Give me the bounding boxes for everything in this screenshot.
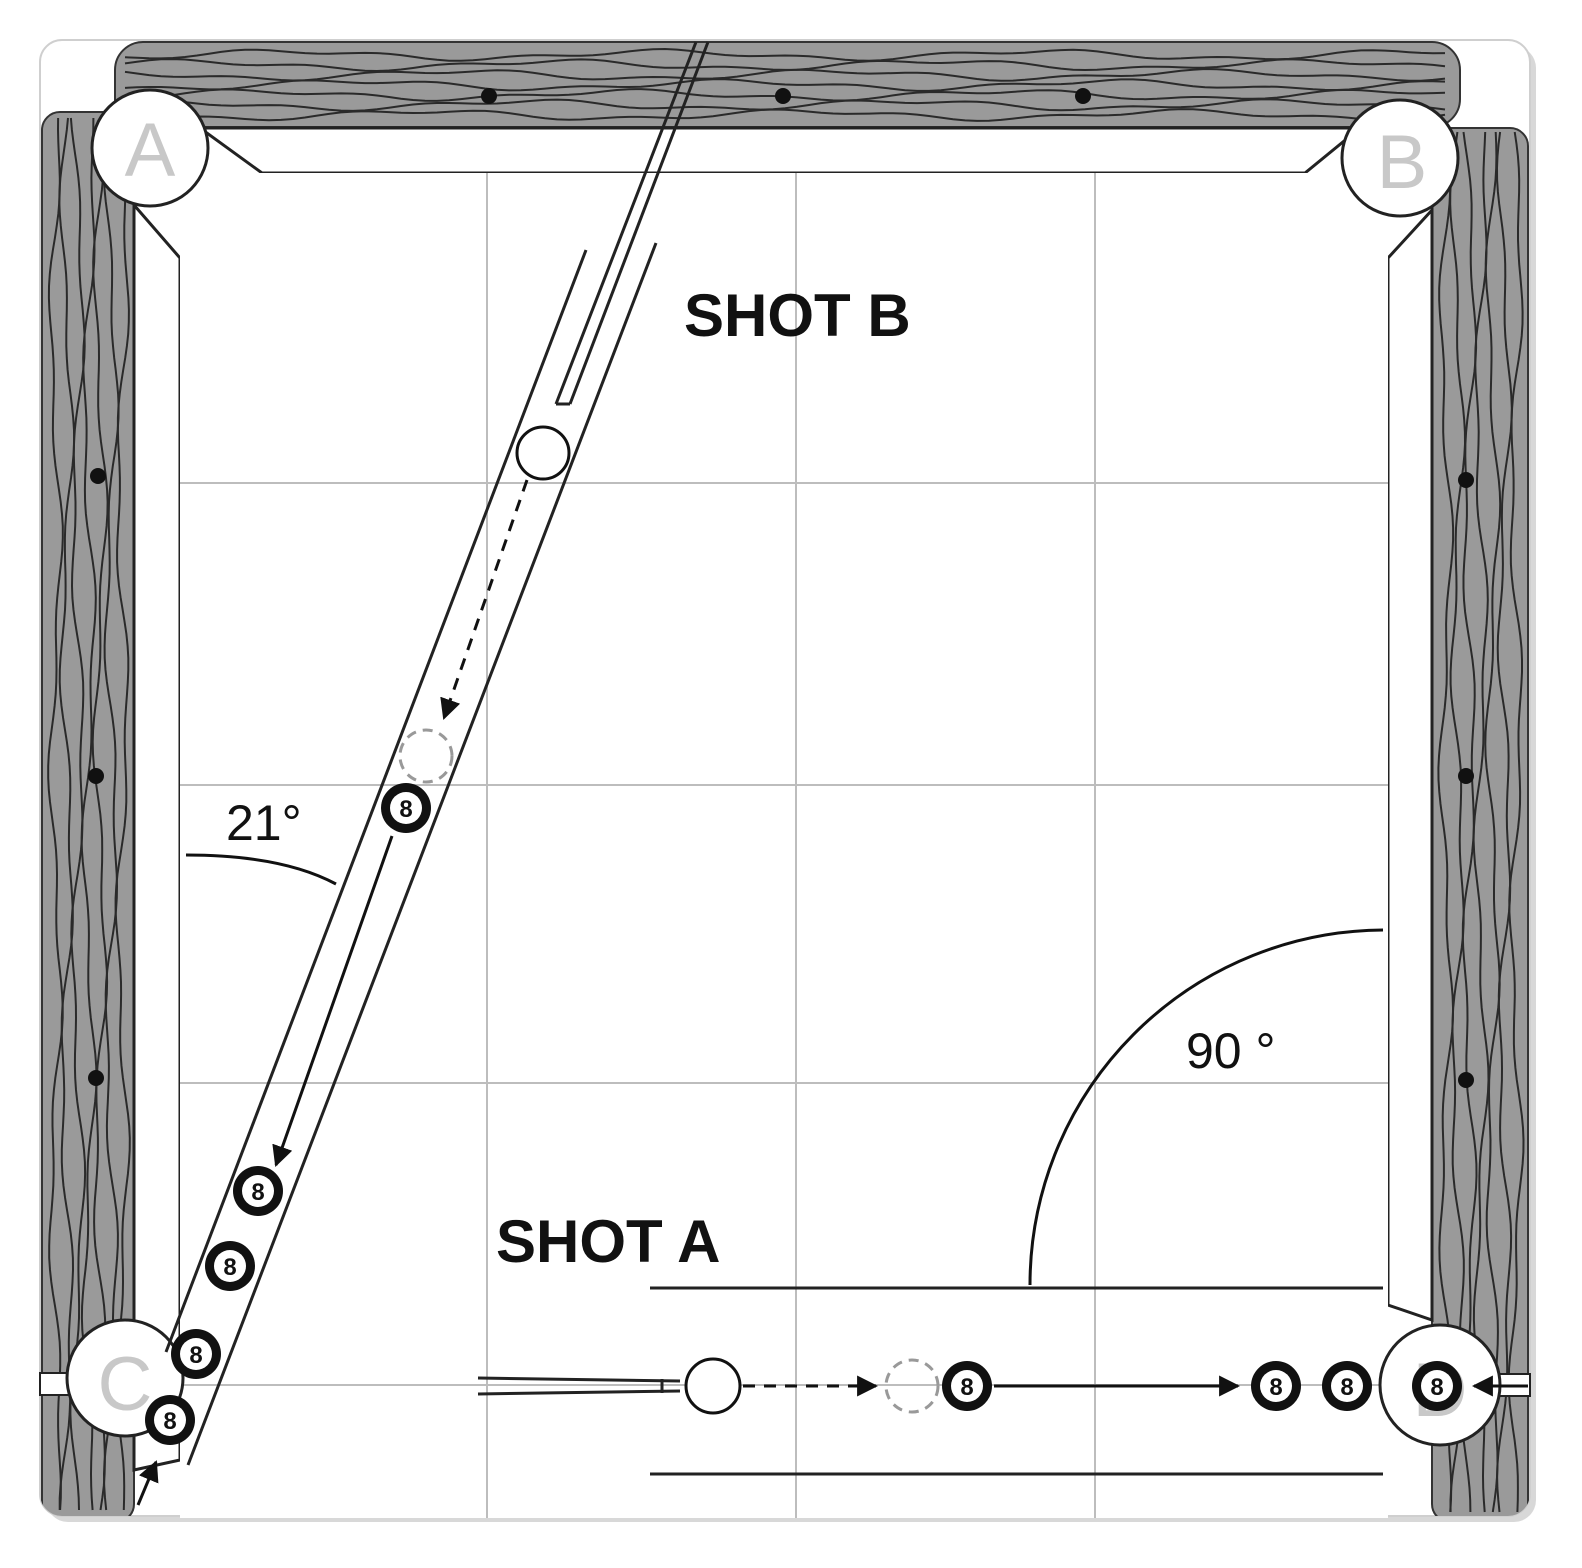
svg-text:8: 8 [960,1374,973,1401]
wood-grain-line [124,67,1446,82]
angle-21-label: 21° [226,795,302,851]
svg-text:8: 8 [399,796,412,823]
right-rail-grain [1437,131,1525,1513]
shot-a-cue-ball [684,1357,742,1415]
rail-diamonds [88,88,1474,1088]
wood-grain-line [102,117,120,1511]
eight-ball: 8 [1412,1361,1462,1411]
wood-grain-line [1449,131,1467,1513]
svg-text:8: 8 [189,1342,202,1369]
left-cushion [132,200,182,1472]
eight-ball: 8 [205,1241,255,1291]
wood-grain-line [1472,131,1490,1513]
wood-grain-line [1495,131,1513,1513]
wood-grain-line [1484,131,1502,1513]
shot-b-object-path [272,835,394,1167]
svg-text:8: 8 [1430,1374,1443,1401]
wood-grain-line [58,117,76,1510]
right-cushion [1386,206,1434,1323]
wood-grain-line [113,117,131,1511]
eight-balls: 8 8 8 8 8 8 8 8 [145,783,1462,1445]
shot-b-cue-stick [554,41,710,406]
wood-grain-line [124,78,1446,92]
top-rail-grain [124,47,1446,122]
shot-a-title: SHOT A [496,1208,720,1275]
eight-ball: 8 [171,1329,221,1379]
shot-b-ghost-ball [398,728,454,784]
shot-a-cue-stick [477,1376,681,1396]
svg-text:8: 8 [163,1408,176,1435]
svg-text:8: 8 [251,1179,264,1206]
eight-ball: 8 [381,783,431,833]
svg-text:8: 8 [1269,1374,1282,1401]
shot-a-ghost-ball [884,1358,940,1414]
shot-b-cue-ball [515,425,571,481]
eight-ball: 8 [1251,1361,1301,1411]
pocket-c-entry-arrow [136,1460,159,1506]
wood-grain-line [91,117,109,1511]
svg-text:8: 8 [1340,1374,1353,1401]
angle-21-arc [185,853,337,886]
wood-grain-line [124,108,1446,122]
eight-ball: 8 [942,1361,992,1411]
pocket-a-label: A [125,108,176,193]
eight-ball: 8 [145,1395,195,1445]
angle-90-label: 90 ° [1186,1023,1276,1079]
eight-ball: 8 [1322,1361,1372,1411]
eight-ball: 8 [233,1166,283,1216]
top-cushion [195,126,1365,175]
shot-b-title: SHOT B [684,282,911,349]
left-rail-grain [47,117,131,1511]
wood-grain-line [124,47,1446,62]
wood-grain-line [1437,131,1455,1513]
wood-grain-line [80,117,98,1511]
pocket-c-label: C [98,1342,153,1427]
pocket-a: A [90,88,210,208]
pocket-b: B [1340,98,1460,218]
angle-90-arc [1028,928,1384,1286]
shot-b-channel [164,242,658,1466]
svg-text:8: 8 [223,1254,236,1281]
pocket-b-label: B [1377,120,1428,205]
wood-grain-line [1507,131,1525,1513]
shot-b-cue-path [440,479,529,720]
playing-surface [180,173,1388,1518]
wood-grain-line [124,97,1446,112]
wood-grain-line [47,117,64,1511]
